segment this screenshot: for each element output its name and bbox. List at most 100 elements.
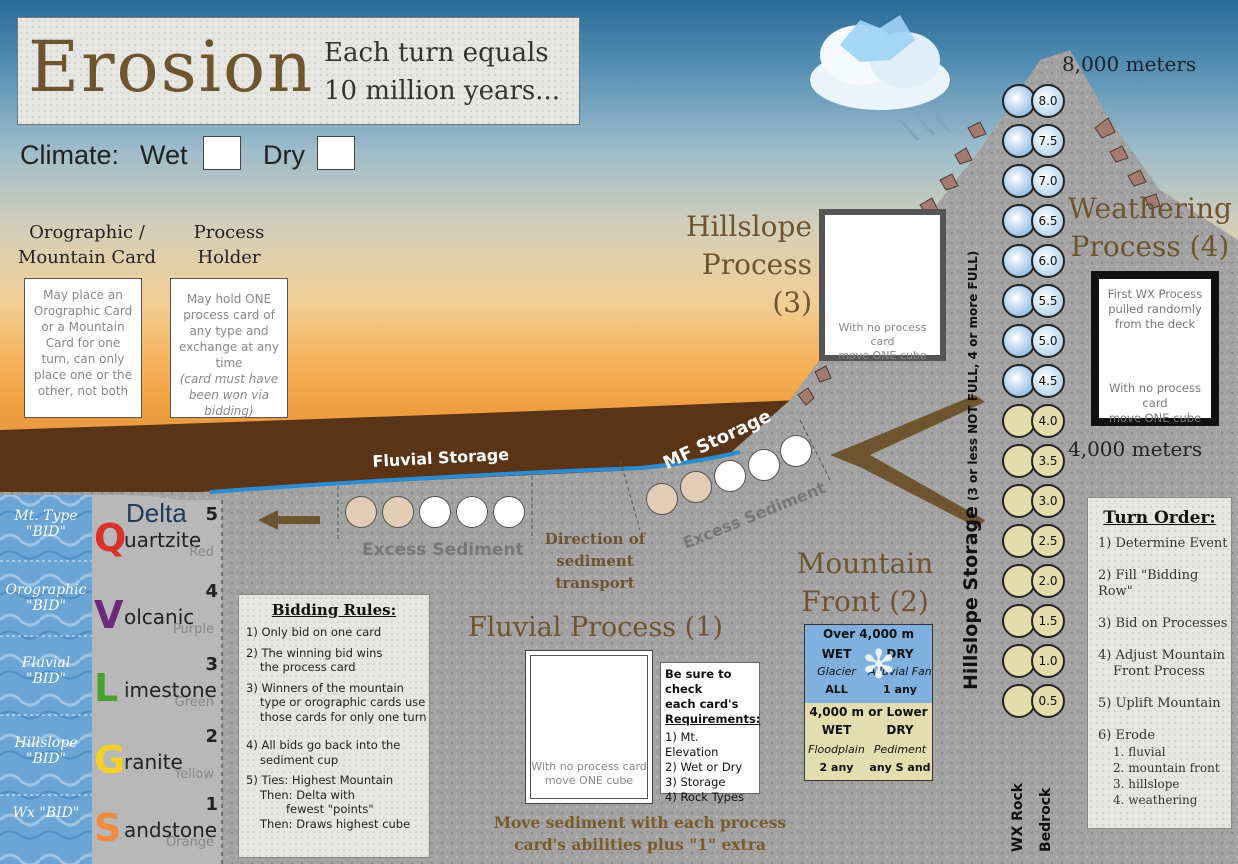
process-holder-slot[interactable]: May hold ONE process card of any type an… [170, 278, 288, 418]
wx-rock-slot[interactable] [1002, 684, 1036, 718]
rock [1109, 145, 1129, 163]
climate-wet-box[interactable] [203, 136, 241, 170]
fluvial-cube-slot[interactable] [382, 496, 414, 528]
bedrock-slot[interactable]: 6.0 [1031, 244, 1065, 278]
rock-name: olcanic [124, 605, 195, 629]
turn-order-list: 1) Determine Event 2) Fill "Bidding Row"… [1098, 536, 1231, 808]
rock-name: ranite [124, 750, 183, 774]
bedrock-slot[interactable]: 0.5 [1031, 684, 1065, 718]
fluvial-card-slot[interactable]: With no process card move ONE cube [525, 650, 653, 804]
wx-rock-label: WX Rock [1010, 782, 1026, 852]
mf-cube-slot[interactable] [680, 471, 712, 503]
elevation-level-label: 7.5 [1038, 134, 1058, 148]
mf-floodplain: Floodplain [808, 743, 865, 756]
delta-title: Delta [126, 498, 187, 528]
bidding-rule: 3) Winners of the mountain [246, 680, 404, 695]
bedrock-slot[interactable]: 3.0 [1031, 484, 1065, 518]
elevation-level-label: 6.5 [1038, 214, 1058, 228]
mf-table-top: Over 4,000 m WET DRY Glacier Alluvial Fa… [805, 625, 932, 703]
turn-order-item: 4) Adjust Mountain [1098, 648, 1226, 663]
orographic-card-slot[interactable]: May place an Orographic Card or a Mounta… [24, 278, 142, 418]
title-box: Erosion Each turn equals 10 million year… [17, 17, 580, 125]
fluvial-cube-slot[interactable] [456, 496, 488, 528]
bedrock-slot[interactable]: 8.0 [1031, 84, 1065, 118]
turn-order-item: 3) Bid on Processes [1098, 616, 1228, 631]
fluvial-card-line2: move ONE cube [544, 774, 634, 787]
rock-name: andstone [124, 818, 218, 842]
mf-wet-bottom: WET [821, 723, 852, 737]
hillslope-card-inner: With no process card move ONE cube [825, 215, 940, 362]
hillslope-card-slot[interactable]: With no process card move ONE cube [819, 209, 946, 362]
bedrock-slot[interactable]: 4.5 [1031, 364, 1065, 398]
requirements-line3: Requirements: [665, 712, 761, 726]
bedrock-slot[interactable]: 5.0 [1031, 324, 1065, 358]
hillslope-card-line1: With no process card [838, 321, 927, 348]
subtitle-line1: Each turn equals [324, 38, 549, 68]
mf-wet-top: WET [821, 647, 852, 661]
climate-dry-box[interactable] [317, 136, 355, 170]
move-sediment-line2: card's abilities plus "1" extra [514, 835, 766, 854]
requirement-item: 2) Wet or Dry [665, 760, 743, 774]
bidding-rule: Then: Delta with [260, 787, 355, 802]
bedrock-slot[interactable]: 6.5 [1031, 204, 1065, 238]
mf-cube-slot[interactable] [714, 460, 746, 492]
elevation-level-label: 2.5 [1038, 534, 1058, 548]
mf-cube-slot[interactable] [748, 449, 780, 481]
mf-dry-bottom: DRY [886, 723, 914, 737]
climate-label: Climate: [20, 140, 120, 170]
wx-rock-slot[interactable] [1002, 444, 1036, 478]
rock-color-name: Yellow [173, 767, 214, 782]
fluvial-cube-slot[interactable] [345, 496, 377, 528]
climate-dry-label: Dry [263, 140, 305, 170]
requirements-line1: Be sure to check [665, 667, 732, 696]
bedrock-slot[interactable]: 2.5 [1031, 524, 1065, 558]
wx-rock-slot[interactable] [1002, 364, 1036, 398]
delta-sand [92, 495, 222, 864]
elevation-level-label: 1.5 [1038, 614, 1058, 628]
weathering-card-inner: First WX Process pulled randomly from th… [1099, 279, 1211, 425]
mountain-front-line2: Front (2) [801, 585, 929, 618]
weathering-card-slot[interactable]: First WX Process pulled randomly from th… [1091, 271, 1219, 426]
bedrock-slot[interactable]: 7.5 [1031, 124, 1065, 158]
mf-cube-slot[interactable] [780, 435, 812, 467]
elevation-level-label: 3.0 [1038, 494, 1058, 508]
rock-letter: Q [94, 516, 127, 560]
fluvial-card-line1: With no process card [531, 760, 647, 773]
wx-rock-slot[interactable] [1002, 604, 1036, 638]
rock-letter: S [94, 806, 122, 850]
bedrock-slot[interactable]: 2.0 [1031, 564, 1065, 598]
bidding-rule: those cards for only one turn [260, 709, 427, 724]
mountain-front-label: Mountain Front (2) [790, 545, 940, 621]
bedrock-slot[interactable]: 5.5 [1031, 284, 1065, 318]
rock [954, 147, 973, 165]
mf-cube-slot[interactable] [646, 483, 678, 515]
bedrock-slot[interactable]: 1.5 [1031, 604, 1065, 638]
process-holder-text: May hold ONE process card of any type an… [179, 292, 279, 370]
wx-rock-slot[interactable] [1002, 84, 1036, 118]
elevation-level-label: 5.5 [1038, 294, 1058, 308]
bedrock-slot[interactable]: 7.0 [1031, 164, 1065, 198]
requirement-item: 1) Mt. Elevation [665, 730, 719, 759]
move-sediment-text: Move sediment with each process card's a… [480, 812, 800, 856]
bedrock-slot[interactable]: 4.0 [1031, 404, 1065, 438]
mf-any-s-and: any S and [869, 761, 931, 774]
bidding-rule: type or orographic cards use [260, 695, 426, 709]
rock [939, 173, 959, 191]
turn-order-item: 2) Fill "Bidding Row" [1098, 568, 1199, 599]
rock-points: 5 [205, 504, 218, 525]
fluvial-cube-slot[interactable] [493, 496, 525, 528]
hillslope-storage-sub: (3 or less NOT FULL, 4 or more FULL) [966, 250, 980, 501]
wx-rock-slot[interactable] [1002, 484, 1036, 518]
fluvial-cube-slot[interactable] [419, 496, 451, 528]
turn-order-item: 4. weathering [1113, 793, 1198, 807]
bedrock-slot[interactable]: 3.5 [1031, 444, 1065, 478]
elevation-level-label: 7.0 [1038, 174, 1058, 188]
bid-label: Orographic "BID" [5, 582, 87, 614]
bedrock-slot[interactable]: 1.0 [1031, 644, 1065, 678]
weathering-card-line3: from the deck [1114, 317, 1196, 331]
